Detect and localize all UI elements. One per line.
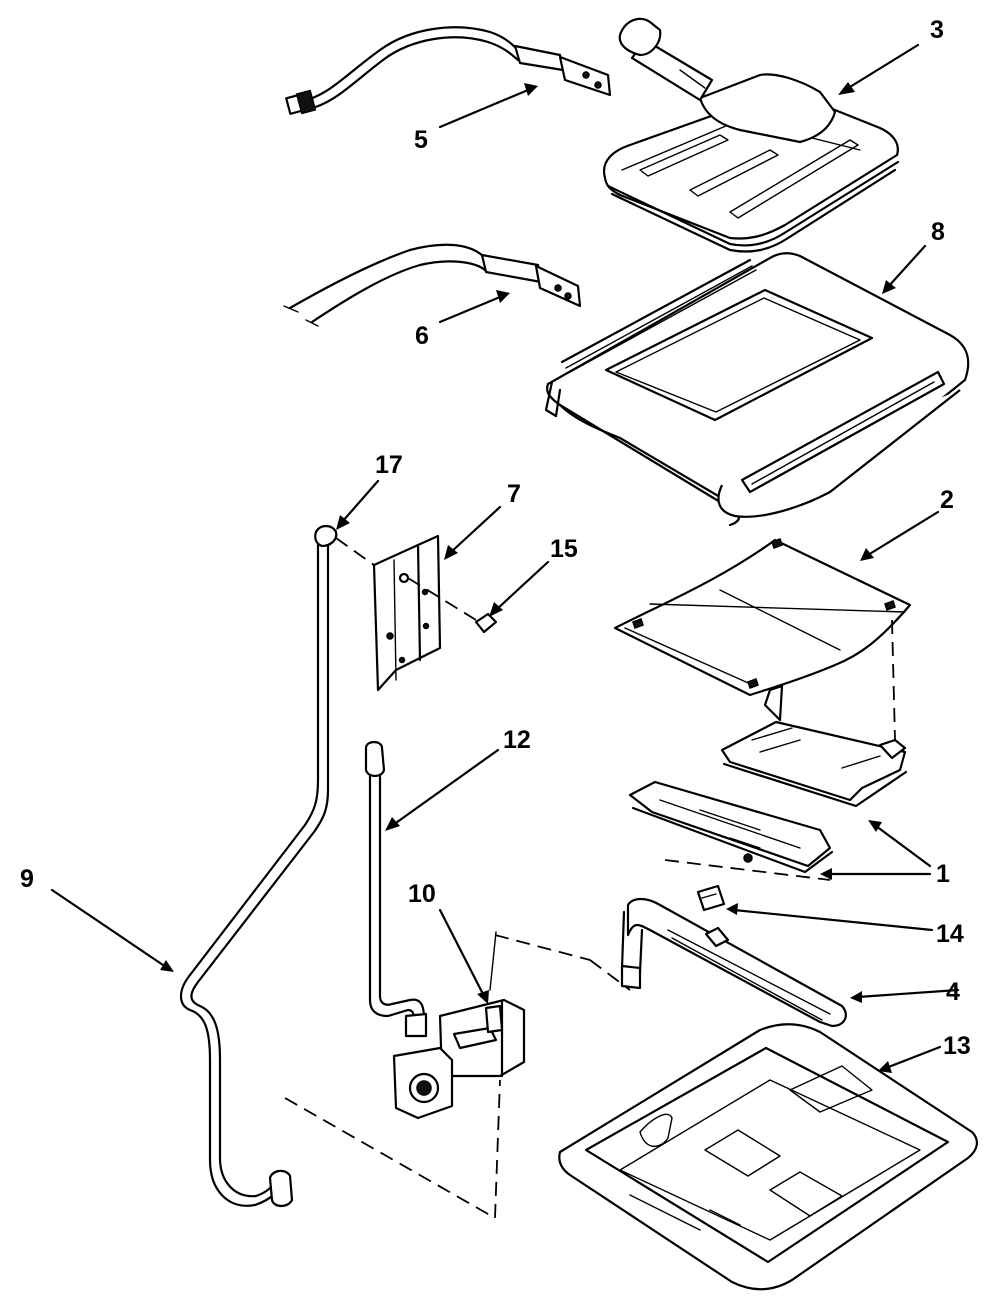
part-1-brackets [628, 684, 908, 874]
callout-6: 6 [415, 322, 429, 350]
part-12-gas-tube [364, 740, 428, 1038]
callout-1: 1 [936, 860, 950, 888]
callout-8: 8 [931, 218, 945, 246]
leader-lines [50, 43, 960, 1073]
part-5-igniter [285, 26, 612, 115]
part-3-cover [602, 17, 900, 253]
assembly-line-9-to-10 [284, 1079, 501, 1220]
callout-2: 2 [940, 486, 954, 514]
part-2-deflector [613, 538, 912, 697]
assembly-line-1 [664, 859, 831, 881]
part-10-valve [392, 931, 526, 1120]
assembly-line-4 [589, 959, 631, 991]
callout-15: 15 [550, 535, 578, 563]
part-6-igniter [283, 243, 582, 327]
assembly-line-2-to-1 [891, 619, 896, 741]
part-4-burner-tube [620, 897, 847, 1028]
callout-10: 10 [408, 880, 436, 908]
part-17-nut [314, 524, 375, 566]
callout-14: 14 [936, 920, 964, 948]
part-14-clip [696, 884, 726, 912]
part-15-nut [407, 577, 498, 634]
callout-13: 13 [943, 1032, 971, 1060]
part-8-burner-box [544, 252, 970, 527]
part-13-drip-pan [558, 1023, 978, 1291]
callout-17: 17 [375, 451, 403, 479]
assembly-line-10-to-4 [494, 934, 591, 961]
callout-4: 4 [946, 978, 960, 1006]
callout-9: 9 [20, 865, 34, 893]
callout-5: 5 [414, 126, 428, 154]
part-7-bracket [372, 534, 442, 692]
callout-labels: 3 5 8 6 17 7 15 2 12 9 10 1 14 4 13 [20, 16, 971, 1060]
callout-7: 7 [507, 480, 521, 508]
part-9-gas-tube [179, 543, 330, 1208]
callout-12: 12 [503, 726, 531, 754]
callout-3: 3 [930, 16, 944, 44]
